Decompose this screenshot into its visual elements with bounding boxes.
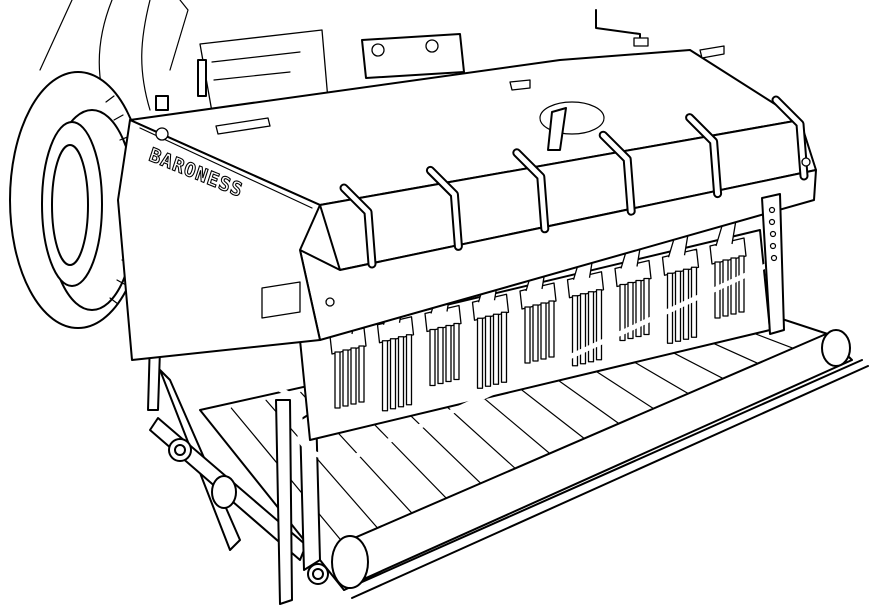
hood-handles: [339, 95, 809, 269]
tine: [730, 257, 737, 315]
tine: [350, 347, 357, 405]
side-frame: [147, 337, 321, 605]
hood-cover: BARONESS: [117, 45, 817, 361]
tine: [571, 295, 579, 367]
tine: [437, 326, 444, 385]
tine: [381, 340, 389, 412]
info-plate: [261, 281, 301, 319]
tine: [397, 336, 405, 408]
tine: [476, 317, 484, 389]
tine: [405, 334, 413, 406]
hood-oval: [539, 101, 605, 135]
tine: [500, 311, 508, 383]
rear-roller: [307, 329, 869, 599]
top-brackets: [155, 9, 649, 151]
tine: [532, 304, 539, 362]
tine: [738, 255, 745, 313]
tine: [619, 283, 626, 342]
tine: [453, 322, 460, 381]
tine: [358, 345, 365, 403]
tine: [579, 293, 587, 365]
tine: [635, 279, 642, 338]
tine: [445, 324, 452, 383]
tine: [524, 306, 531, 364]
tine: [342, 349, 349, 407]
tine: [334, 351, 341, 409]
tractor-wheel: [9, 71, 147, 329]
tine: [587, 291, 595, 363]
tine: [389, 338, 397, 410]
tine: [627, 281, 634, 340]
tine: [429, 328, 436, 387]
tine: [540, 302, 547, 360]
center-lever: [547, 107, 567, 151]
right-post: [761, 193, 785, 335]
tine: [595, 289, 603, 361]
guard-bar: [203, 225, 812, 461]
tine: [492, 313, 500, 385]
tine: [548, 300, 555, 358]
tine: [484, 315, 492, 387]
tine: [643, 277, 650, 336]
